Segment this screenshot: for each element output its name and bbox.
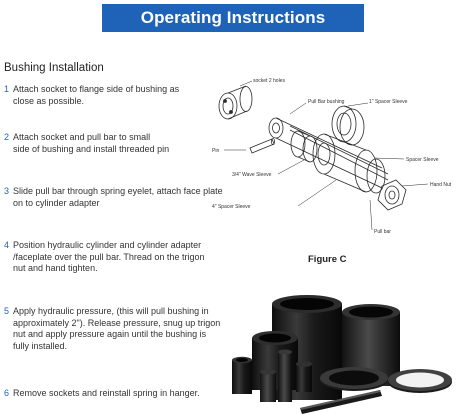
- tool-kit-photo: [232, 295, 452, 414]
- step-line: Attach socket and pull bar to small: [13, 132, 151, 142]
- step-line: fully installed.: [13, 340, 68, 351]
- step-line: Remove sockets and reinstall spring in h…: [13, 388, 200, 398]
- step-number: 1: [4, 84, 10, 94]
- step-number: 4: [4, 240, 10, 250]
- title-banner: Operating Instructions: [102, 4, 364, 32]
- step-line: close as possible.: [13, 95, 85, 106]
- section-title: Bushing Installation: [4, 62, 104, 74]
- figure-caption: Figure C: [308, 254, 347, 265]
- pull-bar-rod: [300, 390, 382, 414]
- callout-pin: Pin: [212, 148, 219, 154]
- small-sockets: [232, 349, 312, 402]
- pin-illustration: [249, 138, 276, 154]
- wave-sleeve-illustration: [290, 130, 318, 163]
- callout-spacer-4: 4" Spacer Sleeve: [212, 204, 251, 210]
- spacer-ring-illustration: [331, 105, 365, 146]
- step-line: /faceplate over the pull bar. Thread on …: [13, 251, 205, 262]
- step-line: nut and apply pressure again until the b…: [13, 329, 207, 339]
- step-line: side of bushing and install threaded pin: [13, 143, 170, 154]
- callout-spacer-sleeve: Spacer Sleeve: [406, 157, 439, 163]
- step-line: Apply hydraulic pressure, (this will pul…: [13, 306, 209, 316]
- step-number: 2: [4, 132, 10, 142]
- step-line: on to cylinder adapter: [13, 197, 100, 208]
- callout-socket-holes: socket 2 holes: [253, 78, 285, 84]
- exploded-diagram: socket 2 holes Pull Bar bushing 1" Space…: [212, 78, 452, 235]
- hand-nut-illustration: [377, 179, 407, 211]
- step-number: 3: [4, 186, 10, 196]
- flat-rings: [320, 367, 452, 393]
- step-number: 6: [4, 388, 10, 398]
- page-title: Operating Instructions: [140, 8, 326, 27]
- step-line: Attach socket to flange side of bushing …: [13, 84, 180, 94]
- pull-bar-illustration: [268, 117, 389, 189]
- step-number: 5: [4, 306, 10, 316]
- step-line: Position hydraulic cylinder and cylinder…: [13, 240, 202, 250]
- callout-pull-bar: Pull bar: [374, 229, 391, 235]
- cylinder-illustration: [312, 133, 386, 194]
- callout-wave-sleeve: 3/4" Wave Sleeve: [232, 172, 272, 178]
- step-line: nut and hand tighten.: [13, 263, 98, 273]
- step-line: Slide pull bar through spring eyelet, at…: [13, 186, 223, 196]
- callout-hand-nut: Hand Nut: [430, 182, 452, 188]
- callout-pull-bar-bushing: Pull Bar bushing: [308, 99, 345, 105]
- step-line: approximately 2"). Release pressure, snu…: [13, 317, 221, 328]
- callout-spacer-1: 1" Spacer Sleeve: [369, 99, 408, 105]
- socket-illustration: [218, 85, 253, 120]
